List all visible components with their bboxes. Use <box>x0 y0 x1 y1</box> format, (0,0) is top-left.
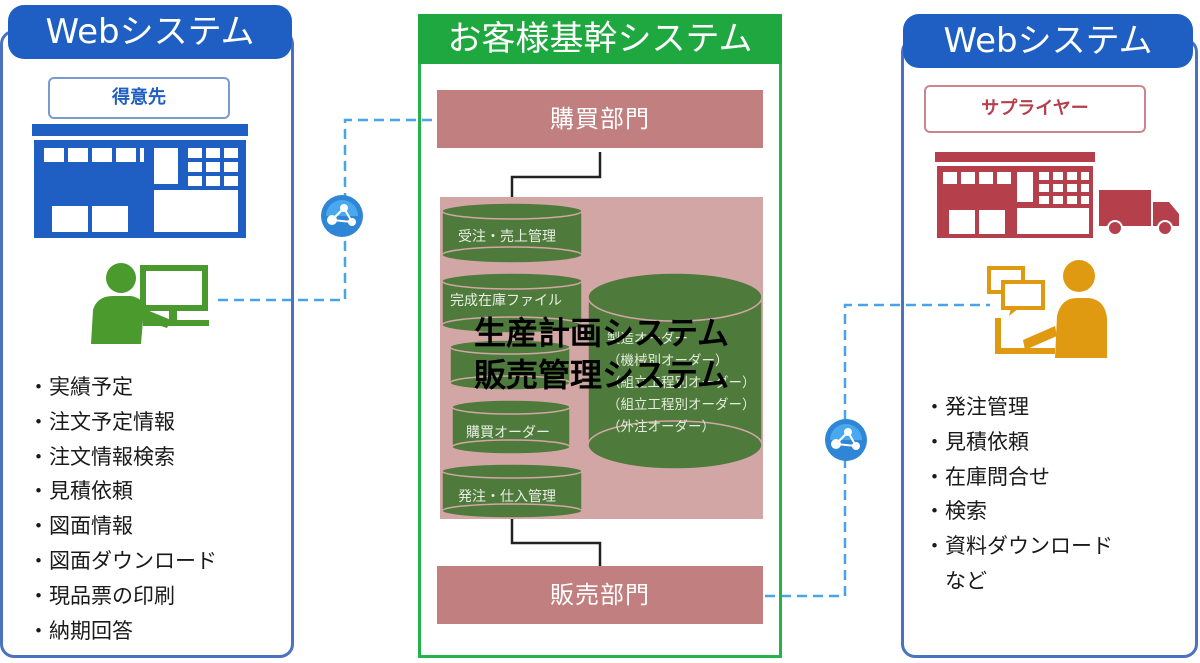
list-item: 図面情報 <box>28 509 217 544</box>
purchasing-dept-box: 購買部門 <box>437 90 763 148</box>
db-label: 発注・仕入管理 <box>458 489 556 505</box>
ordering-purchase-db-icon <box>441 463 583 519</box>
left-network-node-icon <box>321 195 363 237</box>
orders-sales-db-icon <box>441 202 583 264</box>
list-item: 資料ダウンロード <box>924 529 1113 564</box>
customer-feature-list: 実績予定 注文予定情報 注文情報検索 見積依頼 図面情報 図面ダウンロード 現品… <box>28 370 217 648</box>
internal-flow-lines <box>510 152 602 566</box>
list-item: 実績予定 <box>28 370 217 405</box>
right-network-node-icon <box>825 419 867 461</box>
list-item: 図面ダウンロード <box>28 544 217 579</box>
system-overlay-title: 生産計画システム 販売管理システム <box>440 312 763 396</box>
list-item: 検索 <box>924 494 1113 529</box>
customer-operator-icon <box>91 263 209 344</box>
customer-label: 得意先 <box>48 77 230 119</box>
supplier-label: サプライヤー <box>924 85 1146 133</box>
production-order-db-icon <box>587 272 763 470</box>
supplier-warehouse-truck-icon <box>935 152 1179 238</box>
list-item: 納期回答 <box>28 614 217 649</box>
supplier-operator-icon <box>987 260 1107 358</box>
list-item: 見積依頼 <box>924 425 1113 460</box>
core-system-title: お客様基幹システム <box>418 14 782 64</box>
list-item: 注文情報検索 <box>28 440 217 475</box>
list-item: 見積依頼 <box>28 474 217 509</box>
list-item: 在庫問合せ <box>924 460 1113 495</box>
db-label: 完成在庫ファイル <box>450 293 562 309</box>
list-item: 注文予定情報 <box>28 405 217 440</box>
purchase-order-db-icon <box>451 399 571 455</box>
db-label: 受注・売上管理 <box>458 229 556 245</box>
customer-building-icon <box>32 124 248 238</box>
left-web-system-title: Webシステム <box>8 5 292 59</box>
overlay-line: 販売管理システム <box>473 356 730 394</box>
list-item: 現品票の印刷 <box>28 579 217 614</box>
database-cylinders <box>441 202 763 519</box>
list-item-tail: など <box>945 568 987 593</box>
production-order-lines: 製造オーダー （機械別オーダー） （組立工程別オーダー） （組立工程別オーダー）… <box>607 331 756 435</box>
supplier-feature-list: 発注管理 見積依頼 在庫問合せ 検索 資料ダウンロード など <box>924 390 1113 599</box>
finished-stock-db-icon <box>441 272 583 334</box>
hidden-db-icon <box>449 339 571 391</box>
overlay-line: 生産計画システム <box>473 314 730 352</box>
right-web-system-title: Webシステム <box>903 14 1193 68</box>
sales-dept-box: 販売部門 <box>437 566 763 624</box>
db-label: 購買オーダー <box>466 425 550 441</box>
list-item: 発注管理 <box>924 390 1113 425</box>
